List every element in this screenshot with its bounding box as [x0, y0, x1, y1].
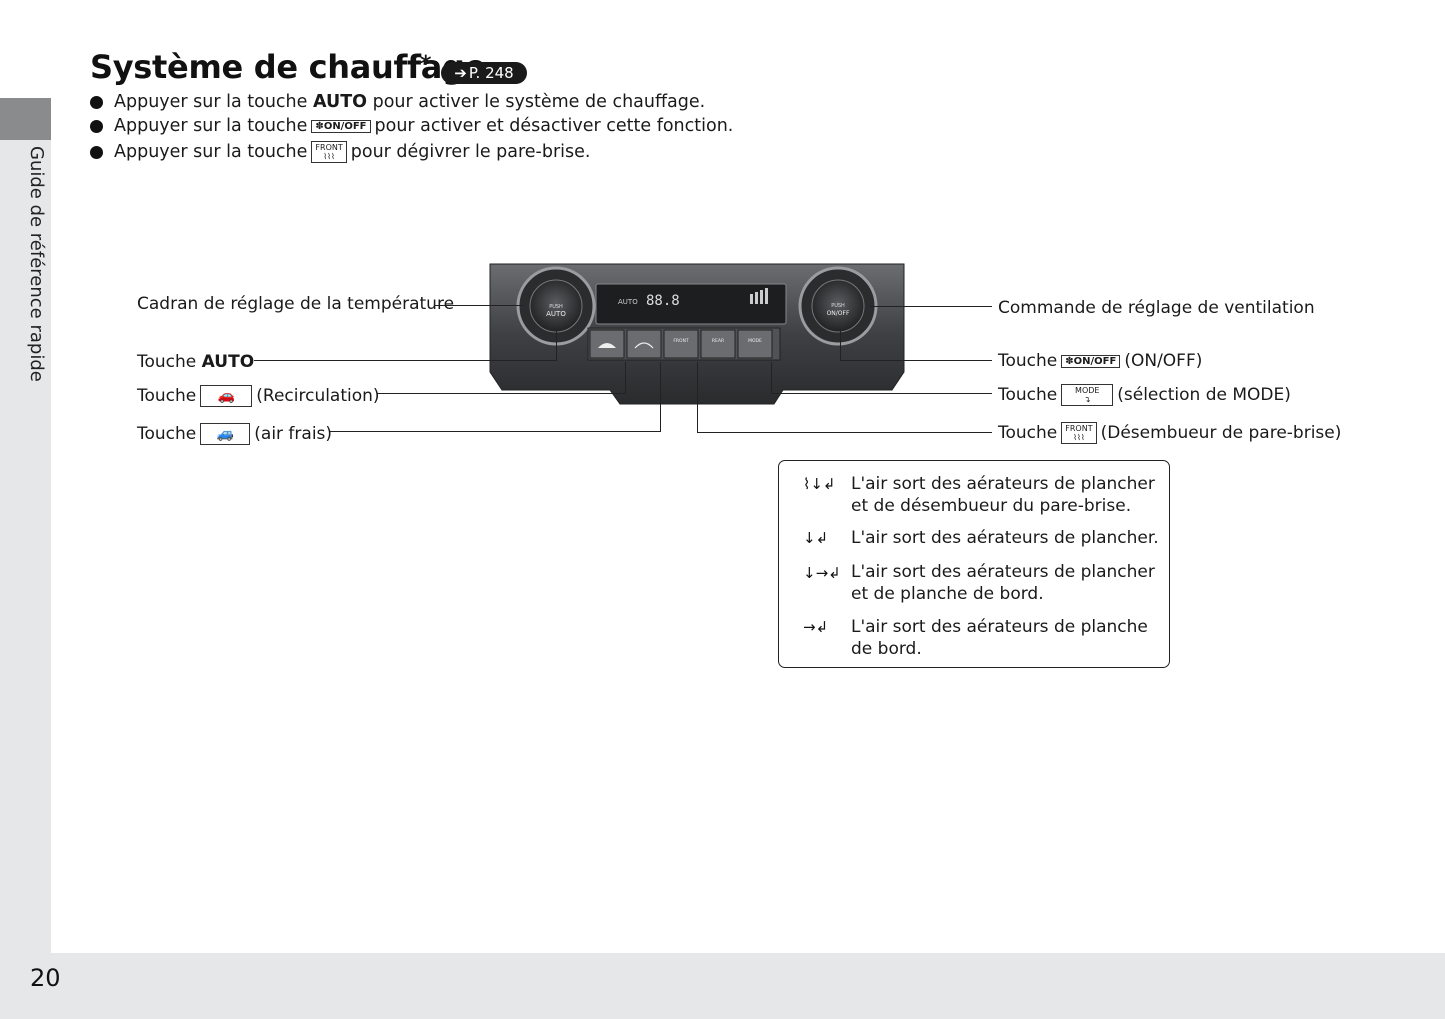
floor-defrost-mode-icon: ⌇↓↲ — [803, 475, 835, 493]
floor-mode-icon: ↓↲ — [803, 529, 828, 547]
front-defrost-key-icon: FRONT⌇⌇⌇ — [311, 141, 346, 163]
bullet-text: Appuyer sur la touche — [114, 92, 307, 112]
floor-dash-mode-icon: ↓→↲ — [803, 564, 841, 582]
svg-text:REAR: REAR — [712, 338, 724, 344]
bullet-text: pour dégivrer le pare-brise. — [351, 142, 591, 162]
dash-mode-icon: →↲ — [803, 618, 828, 636]
svg-text:ON/OFF: ON/OFF — [827, 310, 850, 317]
label-mode-button: Touche MODE↴ (sélection de MODE) — [998, 384, 1291, 406]
bullet-item: Appuyer sur la touche AUTO pour activer … — [90, 92, 705, 112]
label-fresh-air-button: Touche 🚙 (air frais) — [137, 423, 332, 445]
display-temp-text: 88.8 — [646, 293, 680, 309]
front-defrost-key-icon: FRONT⌇⌇⌇ — [1061, 422, 1096, 444]
recirculation-car-icon: 🚗 — [200, 385, 252, 407]
fan-onoff-key-icon: ✽ON/OFF — [311, 120, 370, 133]
bullet-item: Appuyer sur la touche ✽ON/OFF pour activ… — [90, 116, 733, 136]
auto-key-label: AUTO — [313, 92, 367, 112]
svg-text:AUTO: AUTO — [546, 310, 566, 318]
footer-band — [51, 953, 1445, 1019]
legend-text: L'air sort des aérateurs de plancher. — [851, 527, 1161, 549]
section-label: Guide de référence rapide — [26, 146, 47, 382]
page-reference-link[interactable]: ➔P. 248 — [441, 62, 527, 84]
legend-text: L'air sort des aérateurs de plancher et … — [851, 473, 1161, 517]
climate-control-panel: AUTO 88.8 PUSH AUTO PUSH ON/OFF FRONT RE… — [488, 262, 908, 408]
page-number: 20 — [30, 964, 61, 992]
bullet-dot-icon — [90, 96, 103, 109]
bullet-dot-icon — [90, 146, 103, 159]
label-recirculation-button: Touche 🚗 (Recirculation) — [137, 385, 380, 407]
bullet-dot-icon — [90, 120, 103, 133]
legend-text: L'air sort des aérateurs de planche de b… — [851, 616, 1161, 660]
bullet-text: Appuyer sur la touche — [114, 142, 307, 162]
bullet-text: pour activer et désactiver cette fonctio… — [375, 116, 734, 136]
label-fan-dial: Commande de réglage de ventilation — [998, 298, 1315, 318]
bullet-text: Appuyer sur la touche — [114, 116, 307, 136]
bullet-text: pour activer le système de chauffage. — [373, 92, 706, 112]
airflow-mode-legend: ⌇↓↲ L'air sort des aérateurs de plancher… — [778, 460, 1170, 668]
page-reference-label: P. 248 — [469, 64, 514, 82]
bullet-item: Appuyer sur la touche FRONT⌇⌇⌇ pour dégi… — [90, 141, 590, 163]
fresh-air-car-icon: 🚙 — [200, 423, 250, 445]
label-temperature-dial: Cadran de réglage de la température — [137, 294, 454, 314]
svg-text:MODE: MODE — [748, 338, 762, 344]
side-tab-marker — [0, 98, 51, 140]
legend-text: L'air sort des aérateurs de plancher et … — [851, 561, 1161, 605]
label-auto-button: Touche AUTO — [137, 352, 254, 372]
svg-text:PUSH: PUSH — [831, 303, 845, 309]
title-asterisk: * — [420, 52, 432, 77]
label-onoff-button: Touche ✽ON/OFF (ON/OFF) — [998, 351, 1202, 371]
mode-key-icon: MODE↴ — [1061, 384, 1113, 406]
svg-text:FRONT: FRONT — [673, 338, 689, 344]
label-defrost-button: Touche FRONT⌇⌇⌇ (Désembueur de pare-bris… — [998, 422, 1341, 444]
arrow-right-icon: ➔ — [454, 62, 467, 84]
display-auto-text: AUTO — [618, 298, 638, 306]
fan-onoff-key-icon: ✽ON/OFF — [1061, 355, 1120, 368]
